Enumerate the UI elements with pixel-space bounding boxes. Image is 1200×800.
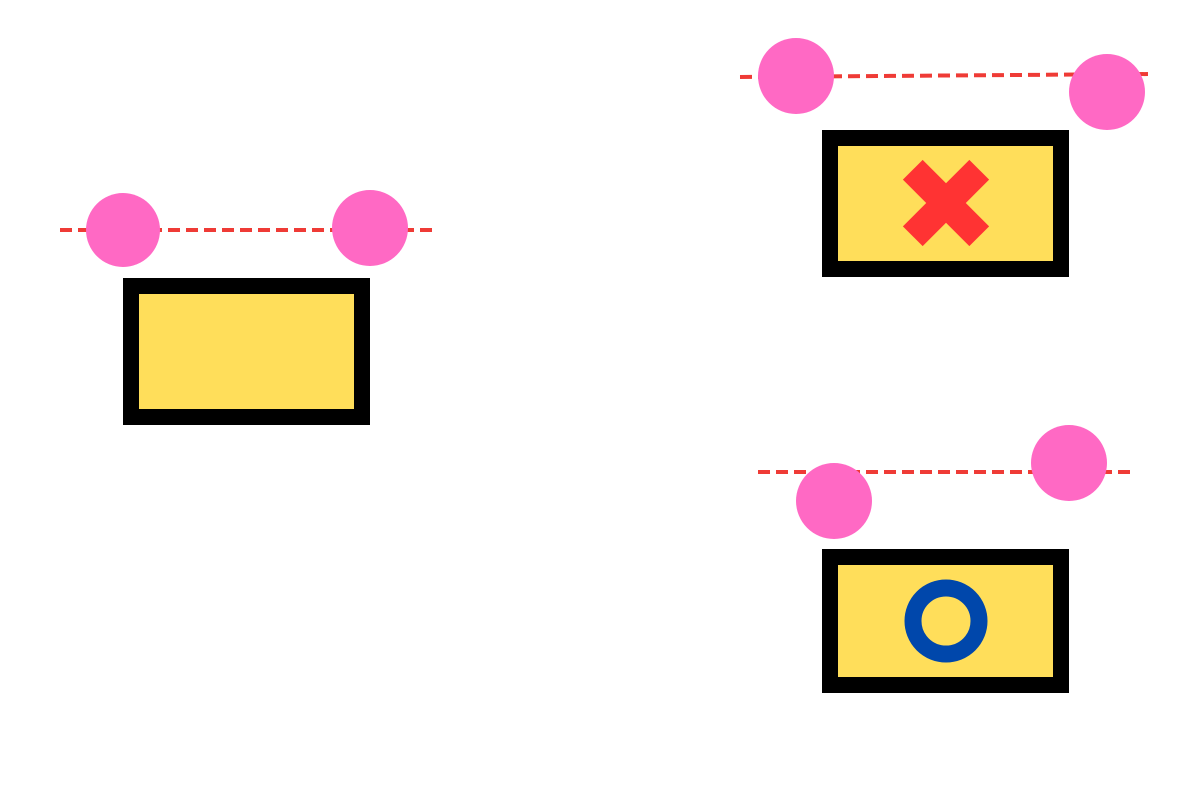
ring-icon bbox=[904, 579, 988, 663]
yellow-box bbox=[123, 278, 370, 425]
circle-right bbox=[1069, 54, 1145, 130]
circle-right bbox=[332, 190, 408, 266]
circle-left bbox=[796, 463, 872, 539]
panel-tilted-down bbox=[758, 425, 1135, 693]
cross-icon bbox=[902, 159, 990, 247]
panel-reference bbox=[60, 190, 435, 425]
circle-right bbox=[1031, 425, 1107, 501]
circle-left bbox=[758, 38, 834, 114]
yellow-box bbox=[822, 549, 1069, 693]
circle-left bbox=[86, 193, 160, 267]
panel-tilted-up bbox=[739, 38, 1153, 277]
